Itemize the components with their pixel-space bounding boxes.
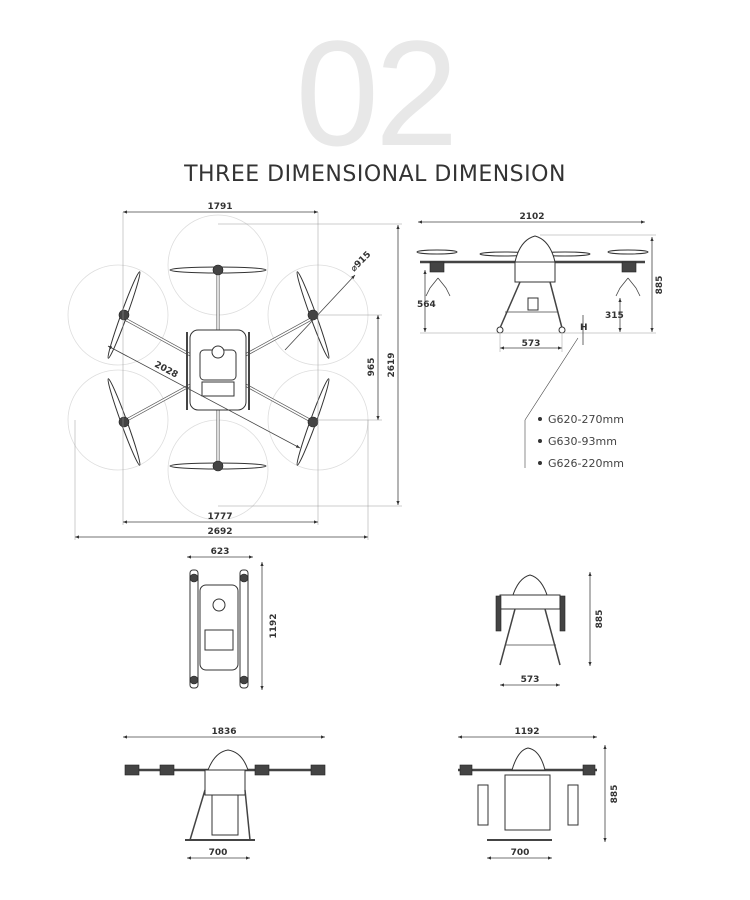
dim-965: 965 — [367, 358, 377, 377]
dim-1192-side: 1192 — [514, 727, 539, 737]
front-view-drawing: 2102 885 564 315 573 H — [416, 212, 665, 468]
dim-885-side: 885 — [610, 785, 620, 804]
dim-700-right: 700 — [511, 848, 530, 858]
dim-573-folded: 573 — [521, 675, 540, 685]
h-variant-legend: G620-270mm G630-93mm G626-220mm — [538, 413, 624, 470]
legend-item: G630-93mm — [548, 435, 617, 448]
dim-2028: 2028 — [153, 360, 180, 381]
dim-564: 564 — [417, 300, 436, 310]
folded-front-view-drawing: 885 573 — [495, 572, 605, 687]
page-title: THREE DIMENSIONAL DIMENSION — [184, 162, 566, 187]
dim-1791: 1791 — [207, 202, 232, 212]
section-number: 02 — [295, 9, 459, 177]
dim-885-front: 885 — [655, 276, 665, 295]
dim-1836: 1836 — [211, 727, 236, 737]
folded-top-view-drawing: 623 1192 — [187, 547, 279, 690]
dim-315: 315 — [605, 311, 624, 321]
dim-623: 623 — [211, 547, 230, 557]
dim-2102: 2102 — [519, 212, 544, 222]
dim-700-left: 700 — [209, 848, 228, 858]
legend-item: G626-220mm — [548, 457, 624, 470]
dim-2619: 2619 — [387, 352, 397, 377]
dim-2692: 2692 — [207, 527, 232, 537]
h-label: H — [580, 323, 588, 333]
dim-1192-folded: 1192 — [269, 613, 279, 638]
dim-573-front: 573 — [522, 339, 541, 349]
body — [186, 329, 250, 411]
dim-rotor-diameter: ⌀915 — [349, 250, 373, 274]
dim-885-folded: 885 — [595, 610, 605, 629]
side-view-right-drawing: 1192 885 700 — [458, 727, 620, 860]
side-view-left-drawing: 1836 700 — [123, 727, 326, 860]
legend-item: G620-270mm — [548, 413, 624, 426]
dim-1777: 1777 — [207, 512, 232, 522]
top-view-drawing: 1791 2619 965 2028 ⌀915 1777 2692 — [67, 202, 402, 540]
